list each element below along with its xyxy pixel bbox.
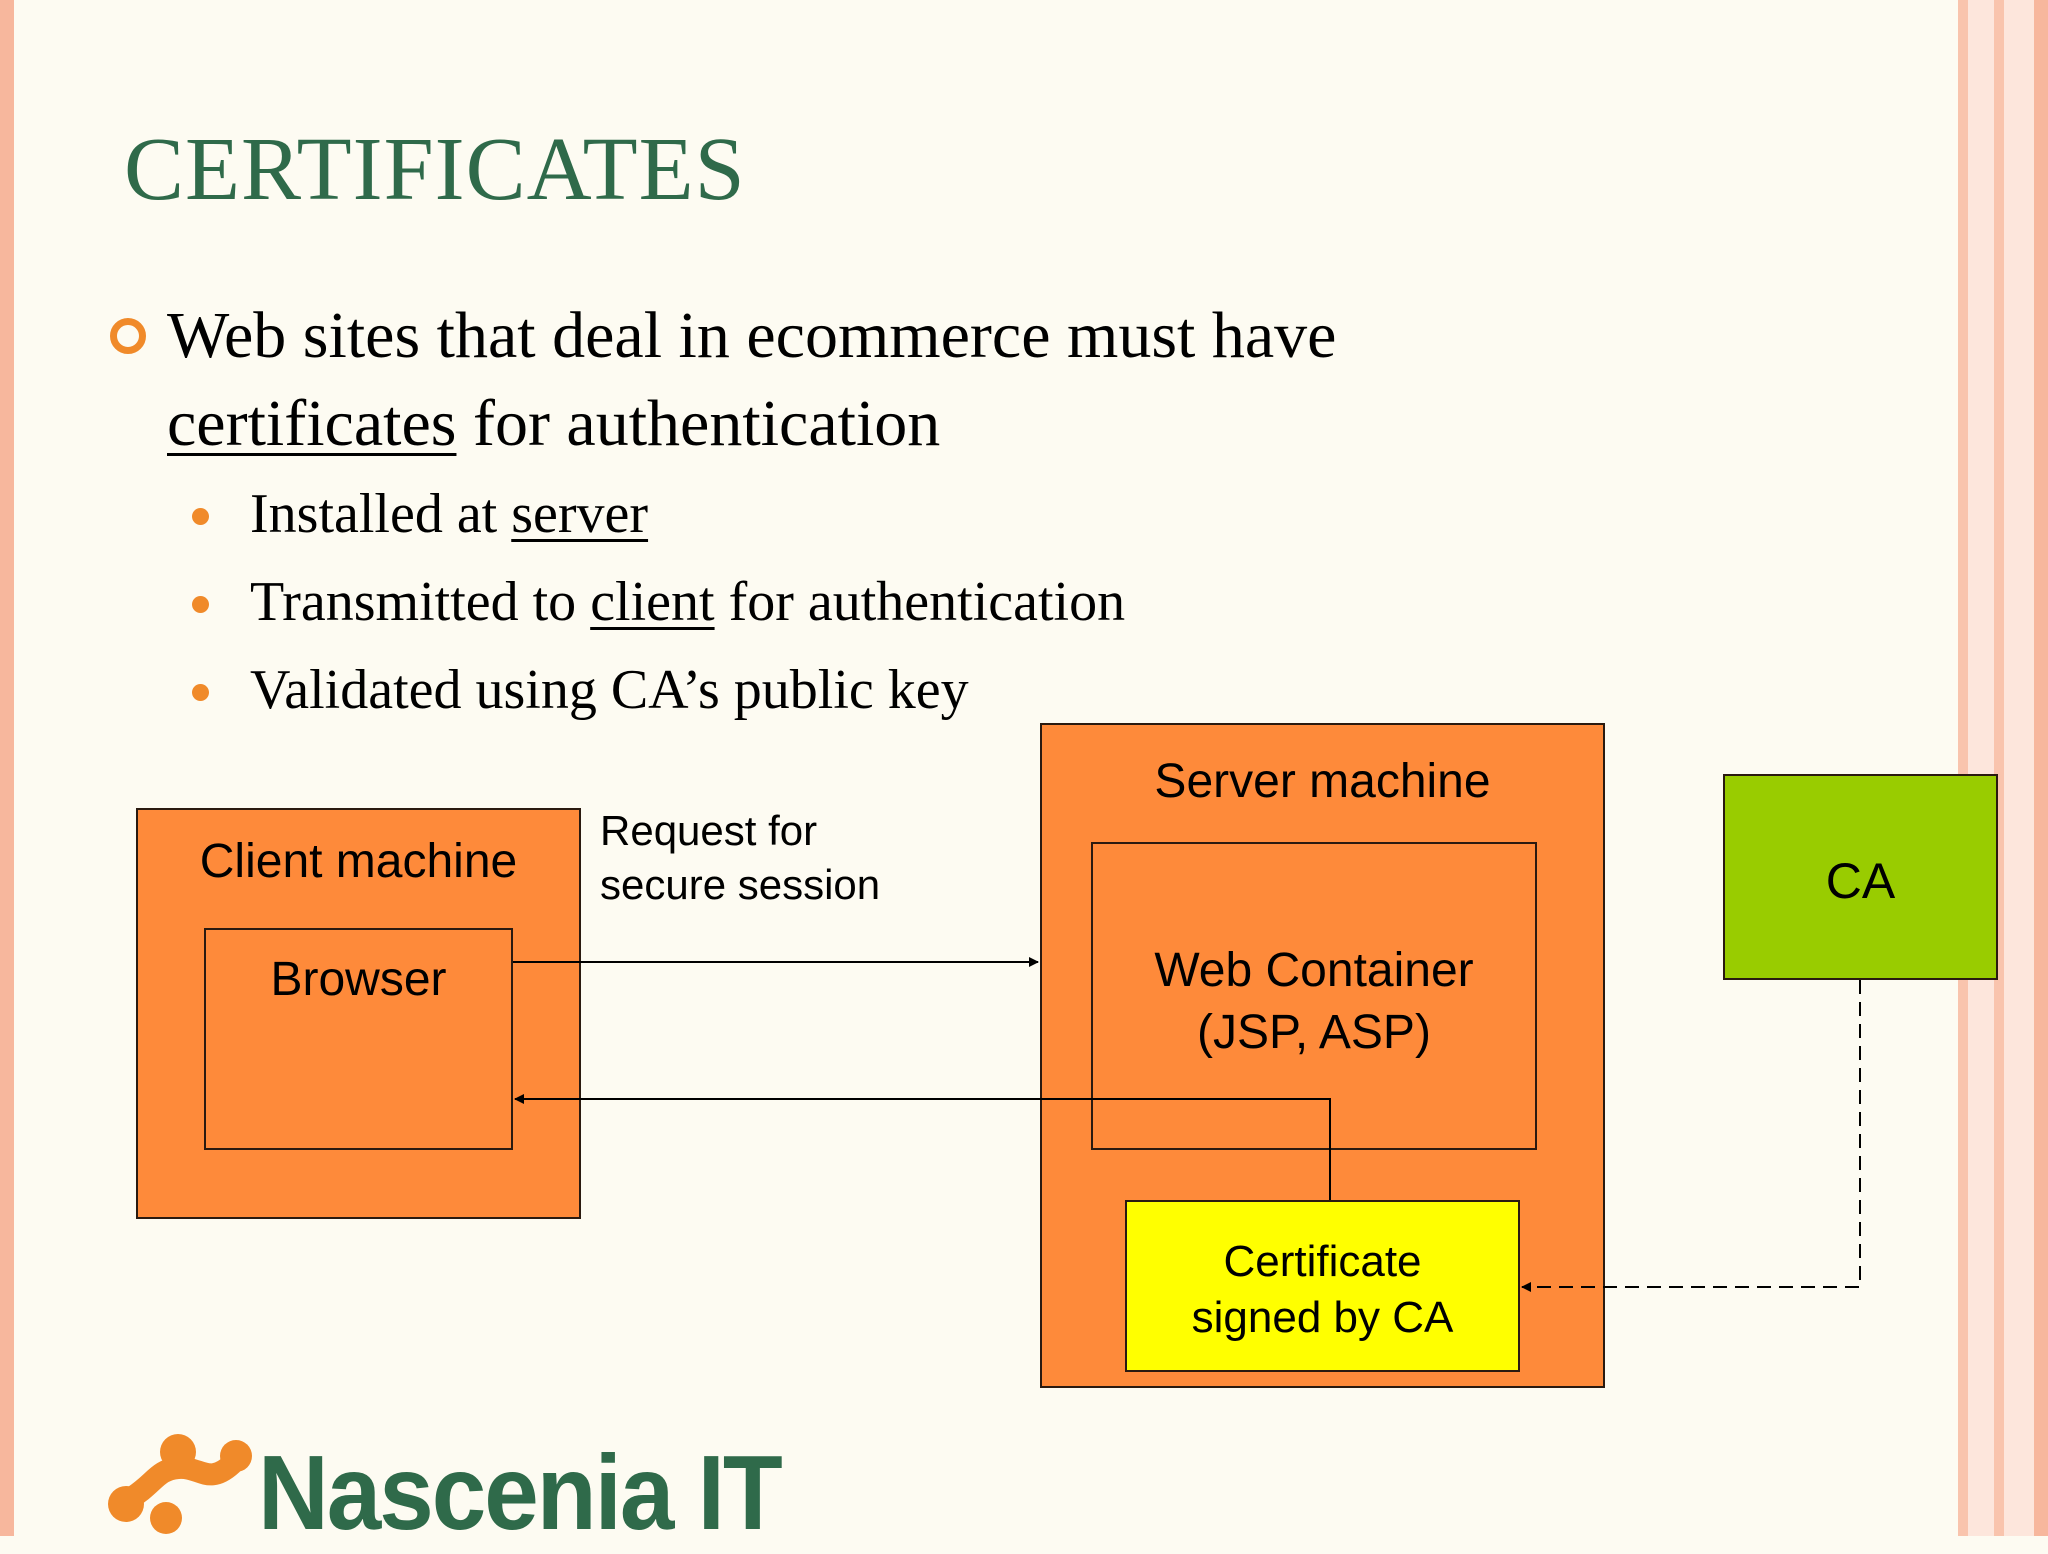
nascenia-logo-icon [108, 1434, 252, 1534]
sub-bullet-item: Transmitted to client for authentication [250, 570, 1125, 634]
sub-bullet-item: Installed at server [250, 482, 648, 546]
sub-bullet-text: Transmitted to [250, 571, 591, 633]
sub-bullet-text: for authentication [714, 571, 1126, 633]
web-container-line: Web Container [1154, 944, 1474, 997]
bullet-dot-icon [192, 508, 209, 525]
right-border-stripe [1968, 0, 1994, 1536]
slide-title: CERTIFICATES [124, 120, 746, 219]
logo-text: Nascenia IT [258, 1433, 783, 1552]
bullet-ring-icon [110, 318, 146, 354]
ca-box [1723, 774, 1998, 980]
sub-bullet-text: Validated using CA’s public key [250, 659, 969, 721]
bullet-dot-icon [192, 684, 209, 701]
certificate-box [1125, 1200, 1520, 1372]
right-border-stripe [2034, 0, 2048, 1536]
client-machine-label: Client machine [199, 835, 518, 888]
web-container-line: (JSP, ASP) [1197, 1006, 1431, 1059]
right-border-stripe [1958, 0, 1968, 1536]
right-border-stripe [1994, 0, 2004, 1536]
web-container-label: Web Container (JSP, ASP) [1091, 940, 1537, 1064]
certificate-line: Certificate [1223, 1237, 1422, 1286]
browser-label: Browser [270, 953, 447, 1006]
ca-signing-dashed-arrow [1521, 980, 1861, 1292]
sub-bullet-item: Validated using CA’s public key [250, 658, 969, 722]
left-border [0, 0, 14, 1536]
right-border-stripe [2004, 0, 2034, 1536]
certificate-label: Certificate signed by CA [1125, 1234, 1520, 1346]
request-label-line: secure session [600, 861, 881, 908]
main-bullet-text: Web sites that deal in ecommerce must ha… [167, 292, 1627, 468]
certificate-line: signed by CA [1191, 1293, 1454, 1342]
certificate-return-arrow [514, 1094, 1331, 1200]
sub-bullet-text: Installed at [250, 483, 512, 545]
request-label: Request for secure session [600, 804, 880, 912]
certificates-link[interactable]: certificates [167, 387, 457, 460]
request-label-line: Request for [600, 807, 818, 854]
server-machine-label: Server machine [1154, 755, 1491, 808]
server-link[interactable]: server [511, 483, 649, 545]
ca-label: CA [1825, 853, 1896, 909]
browser-box [204, 928, 513, 1150]
main-bullet-part2: for authentication [456, 387, 941, 460]
bullet-dot-icon [192, 596, 209, 613]
main-bullet-part1: Web sites that deal in ecommerce must ha… [167, 299, 1337, 372]
client-link[interactable]: client [590, 571, 715, 633]
